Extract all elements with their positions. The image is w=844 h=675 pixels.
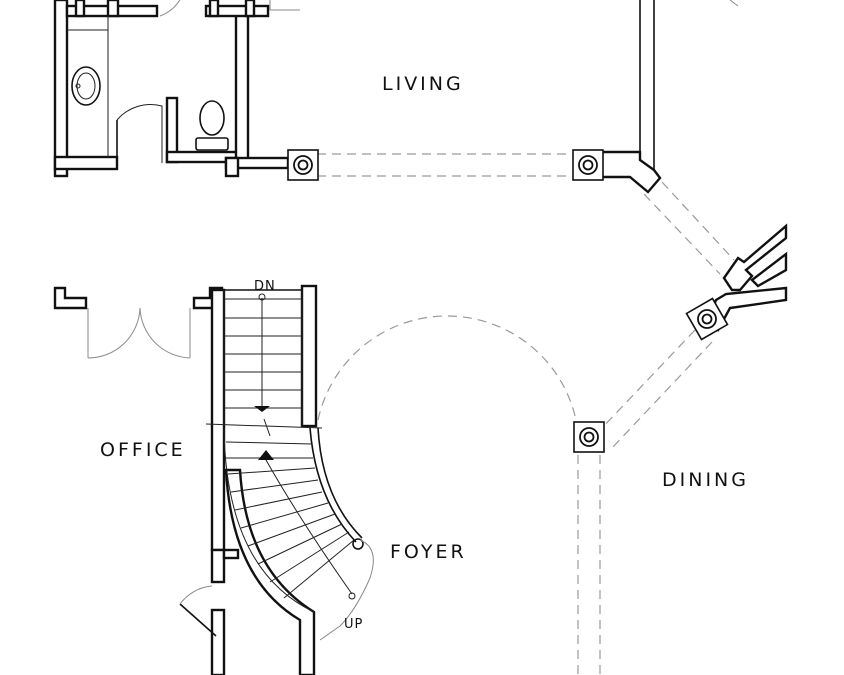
stair-down-label: DN	[254, 279, 276, 294]
door-swing-icon	[87, 307, 191, 359]
column-icon	[287, 149, 319, 181]
wall-segment	[224, 156, 240, 178]
door-swing-icon	[116, 103, 163, 163]
wall-segment	[106, 0, 120, 18]
wall-segment	[53, 155, 119, 171]
wall-segment	[210, 288, 226, 552]
wall-segment	[53, 0, 69, 178]
stair-walls	[210, 284, 318, 675]
wall-segment	[300, 284, 318, 428]
column-icon	[573, 421, 605, 453]
beam-lines	[317, 153, 735, 675]
room-label-dining: DINING	[662, 469, 749, 491]
room-label-foyer: FOYER	[390, 541, 467, 563]
column-icon	[685, 297, 729, 341]
stair-treads	[223, 290, 303, 426]
stair-up-label: UP	[344, 617, 363, 632]
living-walls	[600, 0, 662, 194]
vanity	[67, 16, 109, 157]
stair-arrow-icon	[254, 293, 270, 412]
column-icon	[572, 149, 604, 181]
wall-segment	[244, 0, 256, 18]
wall-segment	[234, 8, 250, 164]
bay-walls	[706, 223, 788, 332]
wall-segment	[208, 0, 220, 18]
bath-walls	[53, 0, 290, 178]
door-swing-icon	[179, 585, 217, 637]
closet-outline	[269, 0, 300, 11]
room-label-living: LIVING	[382, 73, 464, 95]
curved-stair	[223, 427, 374, 641]
door-swing-icon	[159, 0, 181, 17]
stair-break-line	[205, 418, 323, 437]
office-walls	[53, 286, 224, 310]
wall-segment	[204, 4, 270, 18]
wall-segment	[74, 0, 86, 18]
stair-arrow-icon	[258, 450, 356, 600]
sink-icon	[71, 66, 101, 106]
wall-segment	[210, 608, 226, 675]
wall-segment	[210, 548, 226, 584]
wall-segment	[222, 548, 240, 560]
toilet-icon	[195, 100, 229, 151]
room-label-office: OFFICE	[100, 439, 186, 461]
annotation-mark	[729, 0, 739, 7]
